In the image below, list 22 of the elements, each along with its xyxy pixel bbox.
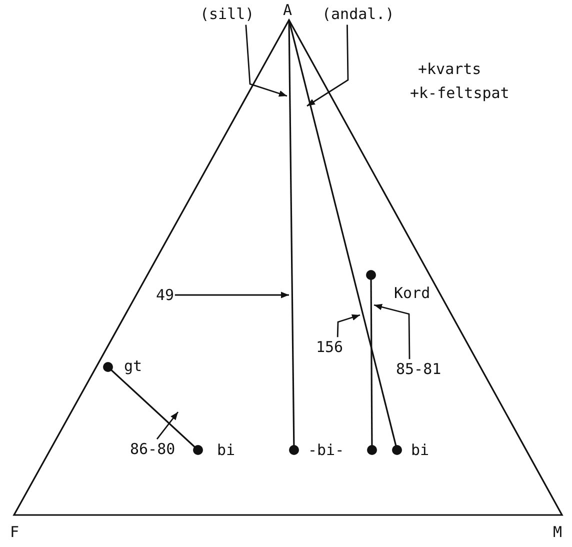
callout-label: (sill) xyxy=(200,5,254,23)
leader-line xyxy=(156,412,179,440)
diagram-label: +kvarts xyxy=(418,60,482,78)
diagram-label: M xyxy=(553,523,562,541)
diagram-label: +k-feltspat xyxy=(410,84,510,102)
callout-label: 49 xyxy=(156,286,174,304)
diagram-label: A xyxy=(283,1,292,19)
leader-line xyxy=(174,292,289,298)
diagram-label: gt xyxy=(124,357,142,375)
diagram-label: bi xyxy=(411,441,430,459)
callout-label: 156 xyxy=(316,338,344,356)
diagram-label: Kord xyxy=(394,284,430,302)
leader-line xyxy=(336,314,360,338)
leader-line xyxy=(306,24,349,107)
callout-label: 85-81 xyxy=(396,360,442,378)
leader-line xyxy=(245,24,288,97)
callout-label: 86-80 xyxy=(130,440,176,458)
diagram-label: F xyxy=(10,523,20,541)
diagram-label: bi xyxy=(217,441,236,459)
diagram-label: -bi- xyxy=(308,441,344,459)
leader-line xyxy=(374,304,410,360)
callout-label: (andal.) xyxy=(322,5,394,23)
